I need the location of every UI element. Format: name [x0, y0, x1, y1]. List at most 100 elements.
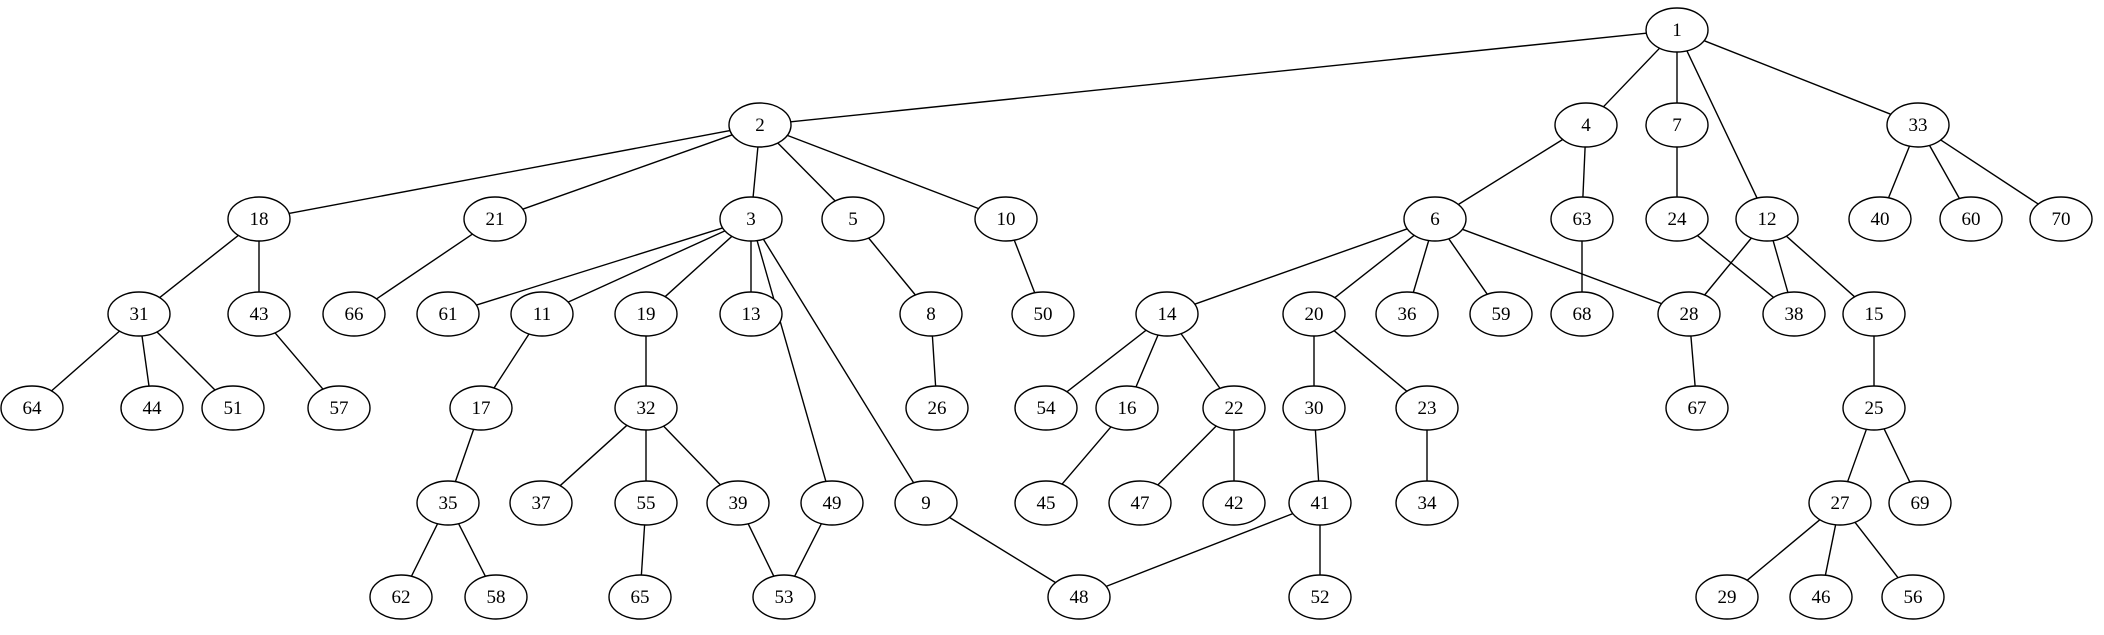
- edge-2-10: [787, 134, 979, 210]
- node-13: 13: [719, 291, 783, 337]
- edge-16-45: [1061, 426, 1112, 485]
- node-label: 33: [1909, 115, 1928, 136]
- node-ellipse: [1554, 102, 1618, 148]
- node-ellipse: [1881, 574, 1945, 620]
- node-label: 16: [1118, 398, 1137, 419]
- node-label: 62: [392, 587, 411, 608]
- node-label: 18: [250, 209, 269, 230]
- node-label: 59: [1492, 304, 1511, 325]
- node-label: 7: [1672, 115, 1682, 136]
- node-70: 70: [2029, 196, 2093, 242]
- edge-31-51: [156, 331, 216, 391]
- node-16: 16: [1095, 385, 1159, 431]
- node-ellipse: [227, 196, 291, 242]
- edge-8-26: [931, 335, 937, 387]
- node-51: 51: [201, 385, 265, 431]
- edge-2-18: [288, 129, 731, 215]
- node-label: 13: [742, 304, 761, 325]
- node-label: 67: [1688, 398, 1707, 419]
- edge-41-48: [1105, 512, 1294, 588]
- node-21: 21: [463, 196, 527, 242]
- node-ellipse: [1375, 291, 1439, 337]
- node-label: 21: [486, 209, 505, 230]
- edge-17-35: [454, 429, 475, 482]
- node-label: 69: [1911, 493, 1930, 514]
- node-ellipse: [1657, 291, 1721, 337]
- node-45: 45: [1014, 480, 1078, 526]
- node-label: 11: [533, 304, 551, 325]
- edge-25-27: [1846, 429, 1868, 482]
- node-ellipse: [706, 480, 770, 526]
- edge-39-53: [747, 523, 775, 577]
- node-ellipse: [1108, 480, 1172, 526]
- node-20: 20: [1282, 291, 1346, 337]
- edge-33-70: [1940, 139, 2039, 205]
- node-ellipse: [449, 385, 513, 431]
- node-label: 57: [330, 398, 349, 419]
- edge-33-40: [1887, 145, 1911, 199]
- node-label: 53: [775, 587, 794, 608]
- node-label: 36: [1398, 304, 1417, 325]
- node-18: 18: [227, 196, 291, 242]
- node-59: 59: [1469, 291, 1533, 337]
- edge-1-2: [790, 32, 1647, 123]
- node-label: 27: [1831, 493, 1850, 514]
- node-41: 41: [1288, 480, 1352, 526]
- node-ellipse: [1395, 480, 1459, 526]
- node-32: 32: [614, 385, 678, 431]
- node-label: 23: [1418, 398, 1437, 419]
- node-33: 33: [1886, 102, 1950, 148]
- node-label: 25: [1865, 398, 1884, 419]
- node-30: 30: [1282, 385, 1346, 431]
- edge-33-60: [1928, 145, 1961, 199]
- node-ellipse: [974, 196, 1038, 242]
- node-label: 34: [1418, 493, 1438, 514]
- node-label: 68: [1573, 304, 1592, 325]
- node-66: 66: [322, 291, 386, 337]
- node-label: 50: [1034, 304, 1053, 325]
- node-ellipse: [463, 196, 527, 242]
- node-27: 27: [1808, 480, 1872, 526]
- node-ellipse: [1762, 291, 1826, 337]
- node-label: 3: [746, 209, 756, 230]
- edge-6-14: [1194, 228, 1408, 305]
- node-23: 23: [1395, 385, 1459, 431]
- node-22: 22: [1202, 385, 1266, 431]
- node-ellipse: [1808, 480, 1872, 526]
- edge-35-58: [457, 523, 487, 577]
- edge-32-39: [663, 425, 721, 486]
- node-label: 58: [487, 587, 506, 608]
- node-label: 20: [1305, 304, 1324, 325]
- node-ellipse: [1848, 196, 1912, 242]
- edge-14-16: [1135, 334, 1159, 388]
- edge-30-41: [1314, 429, 1320, 482]
- edge-31-44: [141, 335, 150, 387]
- node-4: 4: [1554, 102, 1618, 148]
- node-label: 22: [1225, 398, 1244, 419]
- edge-11-17: [493, 333, 530, 389]
- node-label: 39: [729, 493, 748, 514]
- node-ellipse: [201, 385, 265, 431]
- edge-10-50: [1013, 239, 1036, 294]
- edge-55-65: [640, 524, 646, 576]
- node-6: 6: [1403, 196, 1467, 242]
- edge-4-63: [1582, 146, 1586, 198]
- edge-3-49: [756, 240, 827, 482]
- node-ellipse: [719, 196, 783, 242]
- node-label: 45: [1037, 493, 1056, 514]
- edge-28-67: [1690, 335, 1696, 387]
- node-label: 44: [143, 398, 163, 419]
- node-ellipse: [1645, 196, 1709, 242]
- node-label: 15: [1865, 304, 1884, 325]
- node-label: 42: [1225, 493, 1244, 514]
- node-label: 17: [472, 398, 491, 419]
- node-ellipse: [1469, 291, 1533, 337]
- node-label: 4: [1581, 115, 1591, 136]
- node-ellipse: [1202, 385, 1266, 431]
- node-label: 30: [1305, 398, 1324, 419]
- node-ellipse: [1403, 196, 1467, 242]
- node-ellipse: [800, 480, 864, 526]
- node-ellipse: [1014, 480, 1078, 526]
- edge-32-37: [559, 424, 628, 487]
- node-label: 40: [1871, 209, 1890, 230]
